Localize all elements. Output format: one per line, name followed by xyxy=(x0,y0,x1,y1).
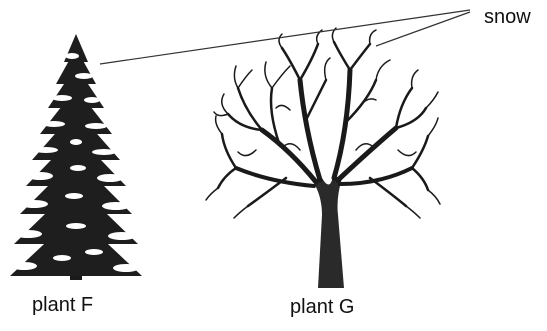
snow-pointer-lines xyxy=(100,10,470,64)
snow-pointer-line-f xyxy=(100,10,470,64)
plant-f-tree xyxy=(10,34,142,280)
plant-g-trunk xyxy=(312,176,344,288)
plant-f-label: plant F xyxy=(32,294,93,317)
plant-g-tree xyxy=(206,28,440,288)
plant-g-label: plant G xyxy=(290,296,354,319)
snow-label: snow xyxy=(484,6,531,29)
